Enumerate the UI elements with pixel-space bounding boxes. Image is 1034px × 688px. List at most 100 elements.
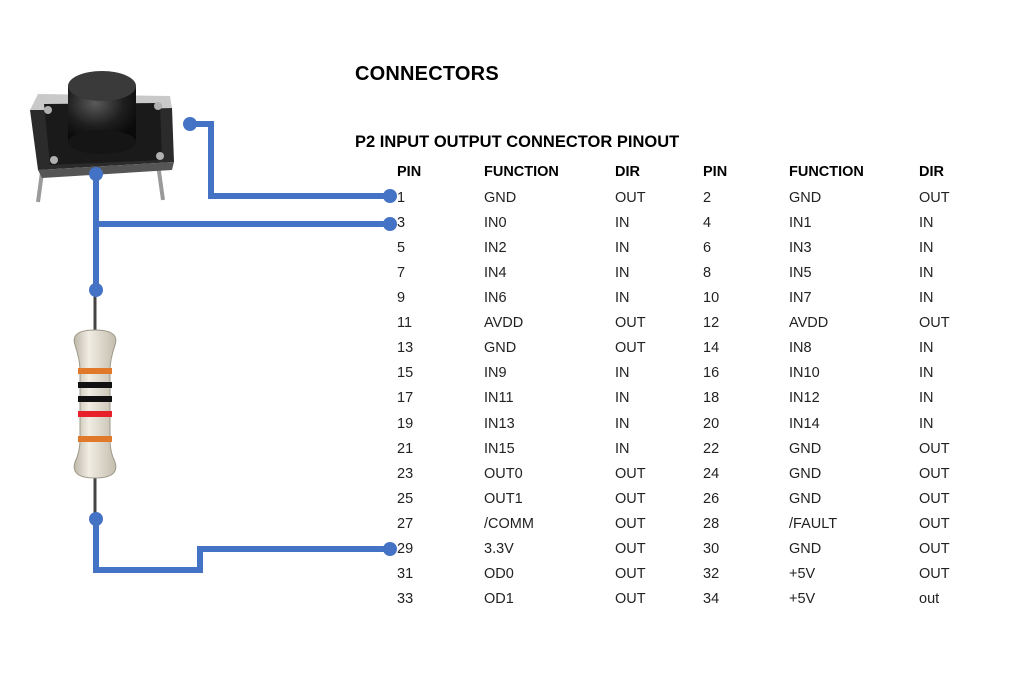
cell-dir: OUT [615, 490, 646, 507]
cell-function: GND [789, 490, 822, 507]
cell-pin: 4 [703, 215, 712, 232]
header-pin-right: PIN [703, 164, 728, 180]
cell-dir: IN [615, 290, 630, 307]
wire-node [383, 189, 397, 203]
cell-function: IN2 [484, 240, 507, 257]
cell-pin: 16 [703, 365, 720, 382]
page-title: CONNECTORS [355, 63, 499, 85]
cell-function: IN0 [484, 215, 507, 232]
wire-node [89, 283, 103, 297]
cell-dir: OUT [615, 515, 646, 532]
resistor-icon [73, 290, 117, 518]
cell-dir: OUT [615, 340, 646, 357]
cell-pin: 19 [397, 415, 414, 432]
cell-pin: 17 [397, 390, 414, 407]
cell-pin: 10 [703, 290, 720, 307]
cell-pin: 3 [397, 215, 406, 232]
cell-dir: OUT [615, 540, 646, 557]
wire-nodes [89, 117, 397, 556]
cell-pin: 9 [397, 290, 406, 307]
cell-function: IN7 [789, 290, 812, 307]
cell-pin: 27 [397, 515, 414, 532]
cell-dir: out [919, 590, 940, 607]
cell-function: AVDD [484, 315, 524, 332]
header-dir-left: DIR [615, 164, 640, 180]
cell-function: +5V [789, 590, 816, 607]
cell-pin: 31 [397, 565, 414, 582]
cell-dir: IN [615, 265, 630, 282]
cell-dir: IN [615, 365, 630, 382]
cell-function: GND [789, 465, 822, 482]
cell-dir: IN [919, 290, 934, 307]
wire-node [89, 512, 103, 526]
cell-function: OUT0 [484, 465, 523, 482]
cell-pin: 22 [703, 440, 720, 457]
cell-dir: OUT [615, 315, 646, 332]
cell-function: OUT1 [484, 490, 523, 507]
cell-dir: OUT [615, 190, 646, 206]
cell-function: 3.3V [484, 540, 514, 557]
cell-dir: OUT [919, 540, 950, 557]
cell-pin: 30 [703, 540, 720, 557]
cell-pin: 18 [703, 390, 720, 407]
cell-function: IN14 [789, 415, 820, 432]
cell-dir: OUT [919, 440, 950, 457]
cell-dir: OUT [919, 190, 950, 206]
wire-node [383, 542, 397, 556]
cell-dir: OUT [919, 315, 950, 332]
cell-function: IN6 [484, 290, 507, 307]
cell-function: GND [484, 340, 517, 357]
cell-pin: 11 [397, 315, 413, 332]
header-pin-left: PIN [397, 164, 422, 180]
cell-pin: 28 [703, 515, 720, 532]
cell-function: IN8 [789, 340, 812, 357]
cell-pin: 20 [703, 415, 720, 432]
wire-pin-29 [93, 519, 390, 573]
cell-pin: 13 [397, 340, 414, 357]
cell-dir: IN [615, 215, 630, 232]
cell-dir: IN [919, 215, 934, 232]
cell-pin: 8 [703, 265, 712, 282]
cell-dir: OUT [919, 565, 950, 582]
cell-function: AVDD [789, 315, 829, 332]
cell-function: IN4 [484, 265, 507, 282]
wire-pin-1 [190, 121, 390, 199]
cell-pin: 2 [703, 190, 712, 206]
header-function-left: FUNCTION [484, 164, 559, 180]
cell-dir: OUT [919, 490, 950, 507]
cell-function: IN11 [484, 390, 514, 407]
cell-pin: 25 [397, 490, 414, 507]
wire-node [89, 167, 103, 181]
cell-pin: 21 [397, 440, 414, 457]
cell-dir: IN [919, 340, 934, 357]
cell-dir: IN [919, 415, 934, 432]
cell-pin: 1 [397, 190, 406, 206]
cell-dir: IN [919, 265, 934, 282]
cell-function: /FAULT [789, 515, 838, 532]
cell-function: IN5 [789, 265, 812, 282]
cell-dir: IN [919, 390, 934, 407]
cell-dir: IN [615, 440, 630, 457]
cell-function: IN13 [484, 415, 515, 432]
cell-function: OD1 [484, 590, 514, 607]
cell-function: GND [789, 440, 822, 457]
cell-pin: 12 [703, 315, 720, 332]
cell-dir: IN [615, 240, 630, 257]
cell-function: IN3 [789, 240, 812, 257]
cell-pin: 24 [703, 465, 720, 482]
cell-pin: 26 [703, 490, 720, 507]
wires [93, 121, 390, 573]
cell-function: /COMM [484, 515, 534, 532]
cell-function: IN1 [789, 215, 812, 232]
cell-pin: 7 [397, 265, 406, 282]
cell-function: +5V [789, 565, 816, 582]
cell-function: IN9 [484, 365, 507, 382]
cell-dir: OUT [615, 465, 646, 482]
wire-node [183, 117, 197, 131]
cell-pin: 6 [703, 240, 712, 257]
cell-dir: OUT [919, 515, 950, 532]
cell-function: GND [484, 190, 517, 206]
cell-function: IN12 [789, 390, 820, 407]
